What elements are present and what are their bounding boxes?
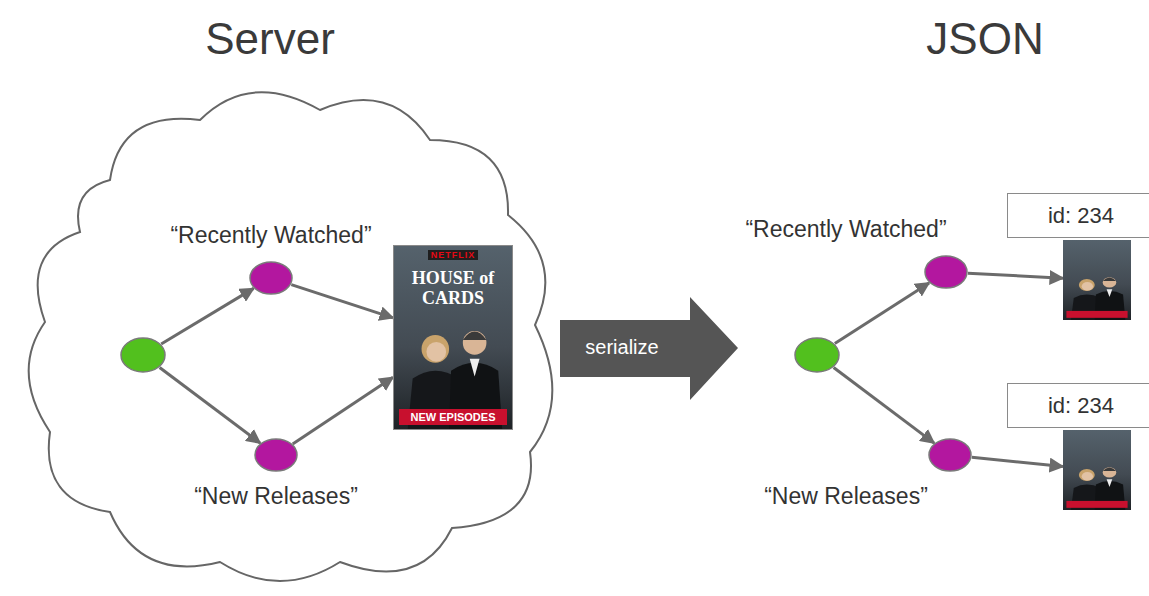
link-arrow: [291, 285, 393, 318]
link-arrow: [968, 273, 1063, 278]
poster-ground: [1063, 430, 1131, 510]
figure-face: [1082, 282, 1093, 291]
video-poster: NETFLIX HOUSE of CARDS NEW EPISODES: [393, 245, 513, 430]
figure-face: [1103, 277, 1117, 287]
node-dot: [794, 337, 840, 373]
figure-shirt: [470, 359, 480, 377]
node-dot-shape: [255, 439, 297, 471]
id-tag: id: 234: [1007, 193, 1149, 238]
cloud-region: Server“Recently Watched”“New Releases”NE…: [15, 80, 575, 595]
arrow-label: serialize: [585, 336, 658, 359]
node-dot-shape: [929, 439, 971, 471]
list-name: “New Releases”: [764, 482, 928, 510]
figure-hair: [463, 332, 487, 340]
list-name: “New Releases”: [194, 482, 358, 510]
node-dot: [928, 438, 972, 472]
figure-face: [1082, 472, 1093, 481]
poster-illustration: [1063, 240, 1131, 320]
node-dot: [924, 255, 968, 289]
figure-hair: [1079, 279, 1095, 291]
json-poster: id: 234: [1063, 430, 1131, 510]
figure-face: [463, 331, 487, 355]
list-node-dot: “New Releases”: [254, 438, 298, 472]
link-arrow: [161, 288, 253, 344]
region-title: Server: [205, 14, 335, 64]
poster-band: [1066, 501, 1127, 508]
link-arrow: [160, 368, 261, 444]
list-node-dot: “New Releases”: [928, 438, 972, 472]
list-node-dot: “Recently Watched”: [249, 261, 293, 295]
figure-shirt: [1107, 289, 1113, 297]
figure-hair: [1079, 469, 1095, 481]
poster-illustration: [1063, 430, 1131, 510]
figure-face: [426, 342, 446, 362]
figure-hair: [1103, 467, 1117, 471]
episode-band: NEW EPISODES: [399, 409, 507, 425]
link-arrow: [293, 377, 393, 444]
poster-ground: [394, 246, 512, 429]
brand-mark: NETFLIX: [428, 250, 479, 260]
list-node-dot: “Recently Watched”: [924, 255, 968, 289]
node-dot-shape: [121, 338, 165, 372]
format-title: JSON: [926, 14, 1043, 64]
node-dot: [254, 438, 298, 472]
show-title: HOUSE of CARDS: [405, 268, 501, 308]
root-node-dot: [120, 337, 166, 373]
poster-ground: [1063, 240, 1131, 320]
node-dot-shape: [250, 262, 292, 294]
figure-shirt: [1107, 479, 1113, 487]
figure-hair: [1103, 277, 1117, 281]
list-name: “Recently Watched”: [170, 221, 371, 249]
list-name: “Recently Watched”: [745, 215, 946, 243]
link-arrow: [835, 283, 929, 344]
link-arrow: [834, 368, 935, 444]
json-poster: id: 234: [1063, 240, 1131, 320]
cloud-outline-path: [29, 92, 553, 581]
figure-face: [1103, 467, 1117, 477]
serialize-arrow: [560, 297, 738, 400]
id-tag: id: 234: [1007, 383, 1149, 428]
poster-band: [1066, 311, 1127, 318]
node-dot-shape: [795, 338, 839, 372]
node-dot: [249, 261, 293, 295]
node-dot: [120, 337, 166, 373]
figure-hair: [422, 335, 450, 363]
node-dot-shape: [925, 256, 967, 288]
root-node-dot: [794, 337, 840, 373]
link-arrow: [972, 457, 1063, 466]
